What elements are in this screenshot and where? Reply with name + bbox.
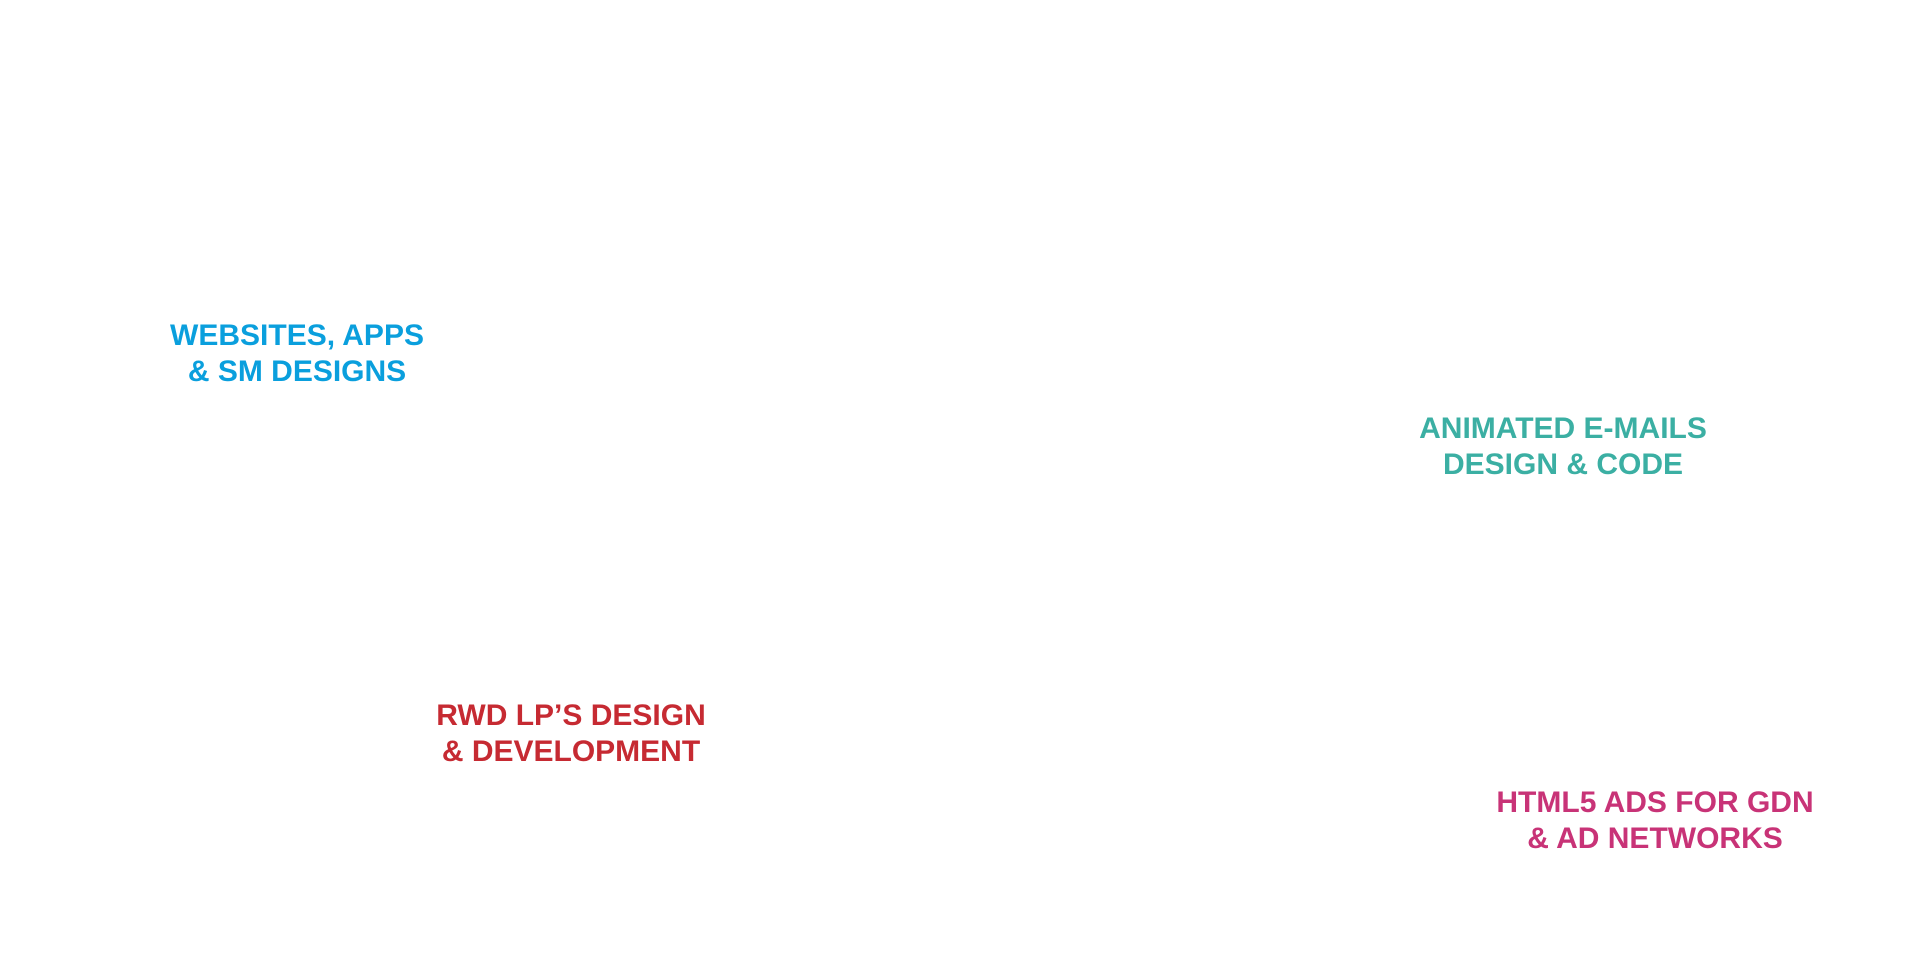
service-label-rwd-landing-pages: RWD LP’S DESIGN & DEVELOPMENT: [436, 698, 705, 770]
service-label-line-2: & AD NETWORKS: [1527, 822, 1783, 855]
service-label-line-1: HTML5 ADS FOR GDN: [1496, 786, 1814, 819]
service-label-websites-apps: WEBSITES, APPS & SM DESIGNS: [170, 318, 424, 390]
service-label-line-1: ANIMATED E-MAILS: [1419, 412, 1707, 445]
service-label-html5-ads: HTML5 ADS FOR GDN & AD NETWORKS: [1496, 785, 1813, 857]
service-label-line-1: RWD LP’S DESIGN: [436, 699, 706, 732]
service-label-line-2: & SM DESIGNS: [187, 355, 407, 388]
service-label-line-2: & DEVELOPMENT: [441, 735, 701, 768]
service-label-line-2: DESIGN & CODE: [1442, 448, 1684, 481]
service-label-animated-emails: ANIMATED E-MAILS DESIGN & CODE: [1419, 411, 1707, 483]
service-label-line-1: WEBSITES, APPS: [170, 319, 424, 352]
